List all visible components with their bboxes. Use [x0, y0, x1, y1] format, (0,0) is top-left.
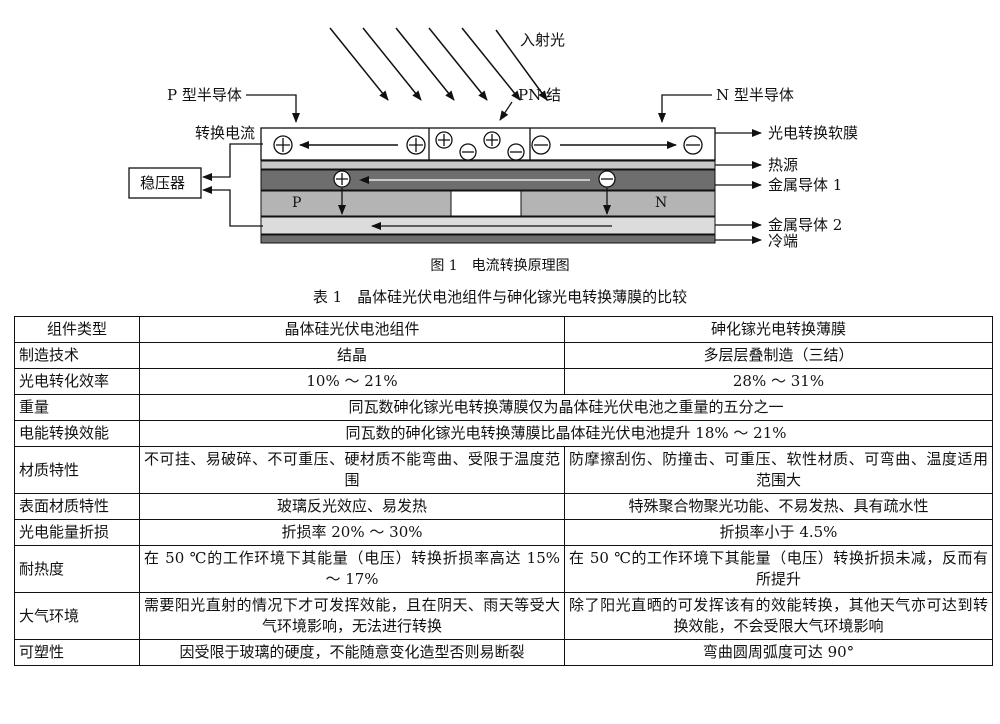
silicon-cell: 折损率 20% ～ 30%	[139, 519, 565, 546]
row-label: 大气环境	[14, 592, 140, 640]
gaas-cell: 特殊聚合物聚光功能、不易发热、具有疏水性	[564, 493, 993, 520]
table-row: 重量 同瓦数砷化镓光电转换薄膜仅为晶体硅光伏电池之重量的五分之一	[14, 394, 993, 421]
table-row: 光电能量折损 折损率 20% ～ 30% 折损率小于 4.5%	[14, 519, 993, 546]
table-row: 耐热度 在 50 ℃的工作环境下其能量（电压）转换折损率高达 15% ～ 17%…	[14, 545, 993, 593]
regulator-label: 稳压器	[140, 174, 186, 192]
gaas-cell: 折损率小于 4.5%	[564, 519, 993, 546]
row-label: 重量	[14, 394, 140, 421]
row-label: 耐热度	[14, 545, 140, 593]
row-label: 光电转化效率	[14, 368, 140, 395]
table-row: 可塑性 因受限于玻璃的硬度，不能随意变化造型否则易断裂 弯曲圆周弧度可达 90°	[14, 639, 993, 666]
table-row: 表面材质特性 玻璃反光效应、易发热 特殊聚合物聚光功能、不易发热、具有疏水性	[14, 493, 993, 520]
table-row: 光电转化效率 10% ～ 21% 28% ～ 31%	[14, 368, 993, 395]
table-row: 电能转换效能 同瓦数的砷化镓光电转换薄膜比晶体硅光伏电池提升 18% ～ 21%	[14, 420, 993, 447]
regulator-wiring	[202, 143, 263, 227]
pn-junction-label: PN 结	[518, 86, 561, 104]
row-label: 电能转换效能	[14, 420, 140, 447]
silicon-cell: 结晶	[139, 342, 565, 369]
gaas-cell: 多层层叠制造（三结）	[564, 342, 993, 369]
regulator-box	[128, 167, 202, 199]
silicon-cell: 因受限于玻璃的硬度，不能随意变化造型否则易断裂	[139, 639, 565, 666]
row-label: 制造技术	[14, 342, 140, 369]
header-cell: 组件类型	[14, 316, 140, 343]
cold-end-layer	[260, 234, 716, 244]
incident-light-rays	[329, 27, 548, 101]
silicon-cell: 10% ～ 21%	[139, 368, 565, 395]
row-label: 光电能量折损	[14, 519, 140, 546]
gaas-cell: 在 50 ℃的工作环境下其能量（电压）转换折损未减，反而有所提升	[564, 545, 993, 593]
p-region-label: P	[292, 195, 302, 211]
film-charges	[273, 131, 703, 161]
table-row: 制造技术 结晶 多层层叠制造（三结）	[14, 342, 993, 369]
row-label: 材质特性	[14, 446, 140, 494]
table-row: 材质特性 不可挂、易破碎、不可重压、硬材质不能弯曲、受限于温度范围 防摩擦刮伤、…	[14, 446, 993, 494]
label-leaders	[246, 94, 712, 123]
n-region	[520, 190, 716, 217]
cold-end-label: 冷端	[768, 232, 799, 250]
figure-caption: 图 1 电流转换原理图	[430, 258, 570, 274]
conductor-charges	[333, 170, 616, 230]
gaas-cell: 除了阳光直晒的可发挥该有的效能转换，其他天气亦可达到转换效能，不会受限大气环境影…	[564, 592, 993, 640]
table-caption: 表 1 晶体硅光伏电池组件与砷化镓光电转换薄膜的比较	[312, 288, 688, 306]
metal-conductor-1-label: 金属导体 1	[768, 176, 843, 194]
comparison-table: 组件类型 晶体硅光伏电池组件 砷化镓光电转换薄膜 制造技术 结晶 多层层叠制造（…	[14, 316, 993, 666]
row-label: 可塑性	[14, 639, 140, 666]
right-label-arrows	[715, 129, 762, 244]
table-row: 大气环境 需要阳光直射的情况下才可发挥效能，且在阴天、雨天等受大气环境影响，无法…	[14, 592, 993, 640]
p-semiconductor-label: P 型半导体	[167, 86, 242, 104]
table-header-row: 组件类型 晶体硅光伏电池组件 砷化镓光电转换薄膜	[14, 316, 993, 343]
n-semiconductor-label: N 型半导体	[716, 86, 794, 104]
junction-gap	[450, 190, 522, 217]
gaas-cell: 防摩擦刮伤、防撞击、可重压、软性材质、可弯曲、温度适用范围大	[564, 446, 993, 494]
header-cell: 砷化镓光电转换薄膜	[564, 316, 993, 343]
heat-source-layer	[260, 160, 716, 170]
gaas-cell: 28% ～ 31%	[564, 368, 993, 395]
metal-conductor-2-label: 金属导体 2	[768, 216, 843, 234]
header-cell: 晶体硅光伏电池组件	[139, 316, 565, 343]
incident-light-label: 入射光	[520, 31, 566, 49]
p-region	[260, 190, 452, 217]
heat-source-label: 热源	[768, 156, 799, 174]
row-label: 表面材质特性	[14, 493, 140, 520]
silicon-cell: 需要阳光直射的情况下才可发挥效能，且在阴天、雨天等受大气环境影响，无法进行转换	[139, 592, 565, 640]
gaas-cell: 弯曲圆周弧度可达 90°	[564, 639, 993, 666]
silicon-cell: 玻璃反光效应、易发热	[139, 493, 565, 520]
silicon-cell: 不可挂、易破碎、不可重压、硬材质不能弯曲、受限于温度范围	[139, 446, 565, 494]
n-region-label: N	[655, 195, 668, 211]
merged-cell: 同瓦数的砷化镓光电转换薄膜比晶体硅光伏电池提升 18% ～ 21%	[139, 420, 993, 447]
current-conversion-diagram	[128, 27, 762, 244]
silicon-cell: 在 50 ℃的工作环境下其能量（电压）转换折损率高达 15% ～ 17%	[139, 545, 565, 593]
pv-film-label: 光电转换软膜	[768, 124, 859, 142]
conversion-current-label: 转换电流	[195, 124, 256, 142]
merged-cell: 同瓦数砷化镓光电转换薄膜仅为晶体硅光伏电池之重量的五分之一	[139, 394, 993, 421]
